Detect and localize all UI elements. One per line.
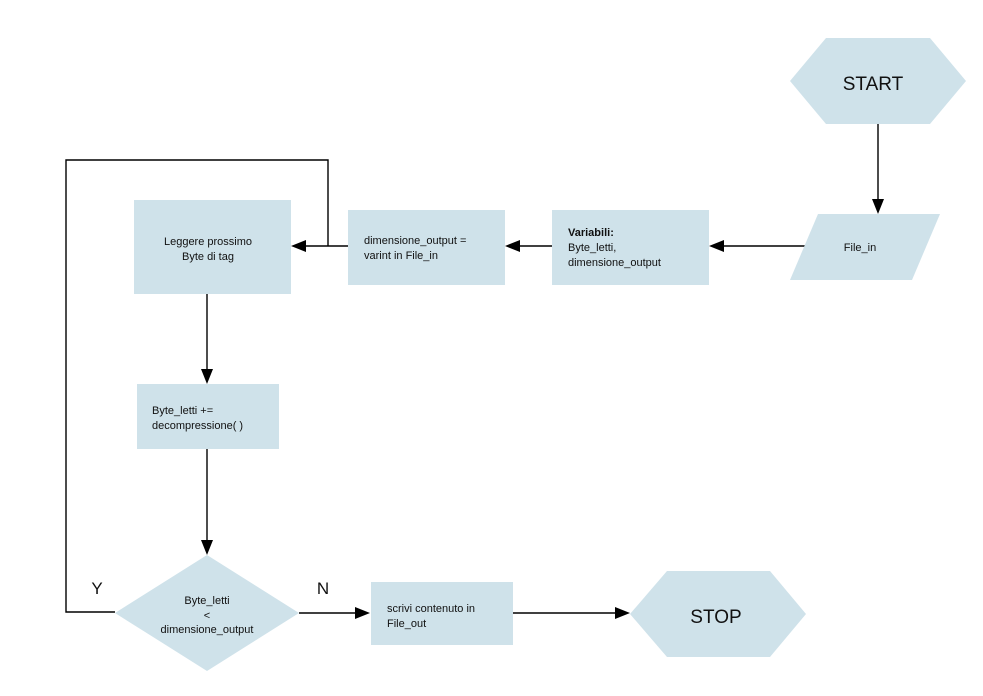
decision-line-1: Byte_letti xyxy=(184,595,229,607)
leggere-box xyxy=(134,200,291,294)
arrowhead-decision xyxy=(201,540,213,555)
edges xyxy=(65,124,884,619)
file-in-label: File_in xyxy=(844,242,876,254)
file-in-node: File_in xyxy=(790,214,940,280)
start-node: START xyxy=(790,38,966,124)
start-label: START xyxy=(843,74,904,95)
variabili-line-2: dimensione_output xyxy=(568,257,661,269)
byte-letti-box xyxy=(137,384,279,449)
start-hexagon xyxy=(790,38,966,124)
branch-label-no: N xyxy=(317,579,329,598)
leggere-line-2: Byte di tag xyxy=(182,251,234,263)
byte-letti-line-1: Byte_letti += xyxy=(152,405,213,417)
stop-node: STOP xyxy=(630,571,806,657)
byte-letti-line-2: decompressione( ) xyxy=(152,420,243,432)
decision-line-3: dimensione_output xyxy=(161,624,254,636)
leggere-node: Leggere prossimo Byte di tag xyxy=(134,200,291,294)
scrivi-box xyxy=(371,582,513,645)
variabili-box xyxy=(552,210,709,285)
variabili-node: Variabili: Byte_letti, dimensione_output xyxy=(552,210,709,285)
decision-node: Byte_letti < dimensione_output xyxy=(115,555,299,671)
arrowhead-byte-letti xyxy=(201,369,213,384)
scrivi-line-2: File_out xyxy=(387,618,426,630)
arrowhead-stop xyxy=(615,607,630,619)
stop-hexagon xyxy=(630,571,806,657)
arrowhead-variabili xyxy=(709,240,724,252)
decision-line-2: < xyxy=(204,610,210,622)
arrowhead-dimensione xyxy=(505,240,520,252)
dimensione-line-1: dimensione_output = xyxy=(364,235,466,247)
arrowhead-file-in xyxy=(872,199,884,214)
byte-letti-node: Byte_letti += decompressione( ) xyxy=(137,384,279,449)
arrowhead-scrivi xyxy=(355,607,370,619)
scrivi-line-1: scrivi contenuto in xyxy=(387,603,475,615)
variabili-heading: Variabili: xyxy=(568,227,614,239)
branch-label-yes: Y xyxy=(91,579,102,598)
edge-loop-yes xyxy=(65,159,329,613)
decision-diamond xyxy=(115,555,299,671)
stop-label: STOP xyxy=(690,607,741,628)
file-in-parallelogram xyxy=(790,214,940,280)
arrowhead-leggere xyxy=(291,240,306,252)
scrivi-node: scrivi contenuto in File_out xyxy=(371,582,513,645)
dimensione-line-2: varint in File_in xyxy=(364,250,438,262)
leggere-line-1: Leggere prossimo xyxy=(164,236,252,248)
dimensione-box xyxy=(348,210,505,285)
variabili-line-1: Byte_letti, xyxy=(568,242,616,254)
dimensione-node: dimensione_output = varint in File_in xyxy=(348,210,505,285)
